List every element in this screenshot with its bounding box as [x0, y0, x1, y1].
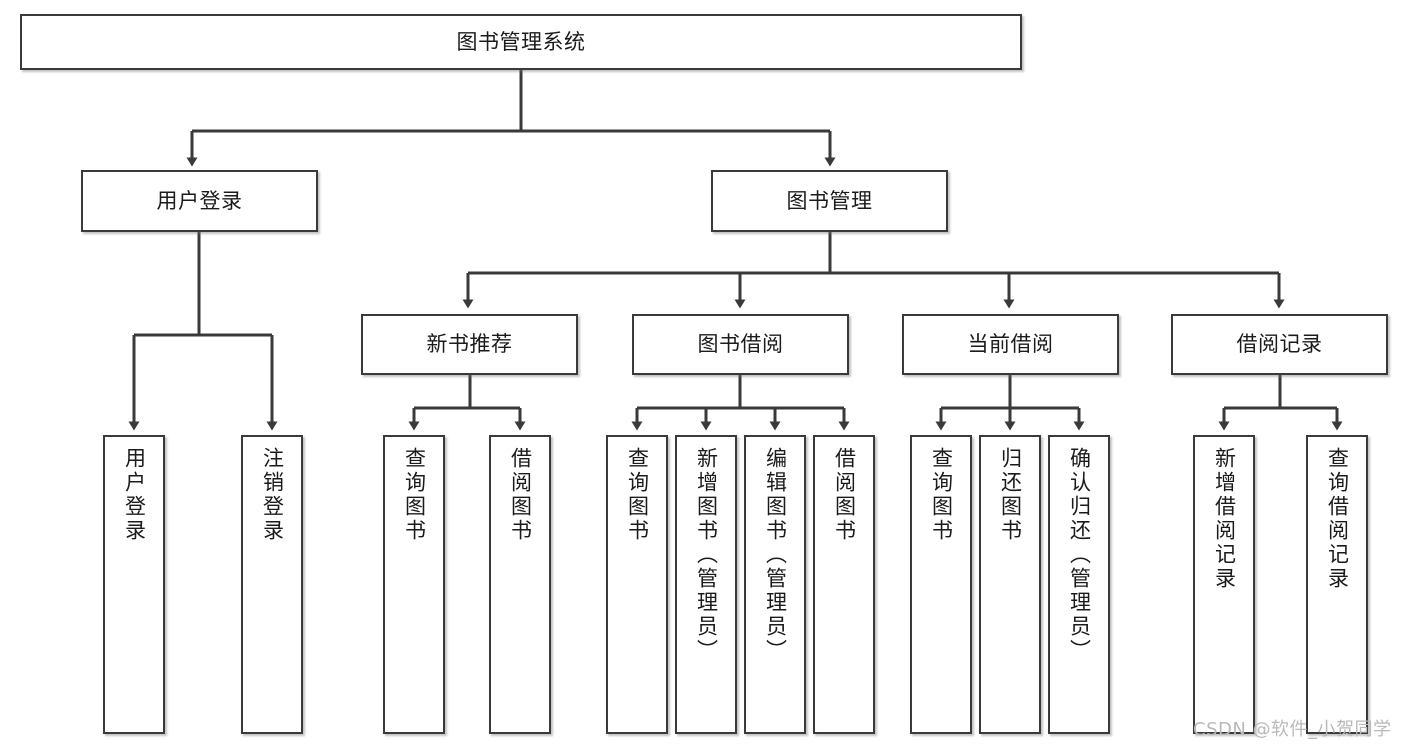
node-book-borrow[interactable]: 图书借阅 — [632, 314, 849, 375]
node-leaf-return-book[interactable]: 归还图书 — [979, 435, 1041, 734]
node-leaf-return-book-label: 归还图书 — [998, 447, 1023, 543]
node-leaf-logout-label: 注销登录 — [260, 447, 285, 543]
node-user-login[interactable]: 用户登录 — [81, 170, 318, 232]
node-leaf-add-borrow-record-label: 新增借阅记录 — [1212, 447, 1237, 591]
node-borrow-record[interactable]: 借阅记录 — [1171, 314, 1388, 375]
node-leaf-logout[interactable]: 注销登录 — [241, 435, 303, 734]
node-new-book-recommend[interactable]: 新书推荐 — [361, 314, 578, 375]
node-leaf-query-borrow-record-label: 查询借阅记录 — [1325, 447, 1350, 591]
node-leaf-confirm-return-admin-label: 确认归还（管理员） — [1067, 447, 1092, 663]
node-leaf-add-book-admin-label: 新增图书（管理员） — [694, 447, 719, 663]
node-leaf-query-book-current[interactable]: 查询图书 — [910, 435, 972, 734]
node-leaf-borrow-book-label: 借阅图书 — [832, 447, 857, 543]
node-leaf-user-login-label: 用户登录 — [122, 447, 147, 543]
node-leaf-borrow-book-recommend[interactable]: 借阅图书 — [489, 435, 551, 734]
node-current-borrow-label: 当前借阅 — [967, 332, 1054, 357]
node-leaf-user-login[interactable]: 用户登录 — [103, 435, 165, 734]
node-leaf-edit-book-admin-label: 编辑图书（管理员） — [763, 447, 788, 663]
node-leaf-borrow-book-recommend-label: 借阅图书 — [508, 447, 533, 543]
node-new-book-recommend-label: 新书推荐 — [426, 332, 513, 357]
node-book-management[interactable]: 图书管理 — [711, 170, 948, 232]
node-leaf-query-book-recommend[interactable]: 查询图书 — [383, 435, 445, 734]
node-leaf-query-book-current-label: 查询图书 — [929, 447, 954, 543]
node-user-login-label: 用户登录 — [156, 188, 243, 213]
node-leaf-confirm-return-admin[interactable]: 确认归还（管理员） — [1048, 435, 1110, 734]
node-book-borrow-label: 图书借阅 — [697, 332, 784, 357]
node-root[interactable]: 图书管理系统 — [20, 14, 1022, 70]
node-current-borrow[interactable]: 当前借阅 — [902, 314, 1119, 375]
node-leaf-query-book[interactable]: 查询图书 — [606, 435, 668, 734]
node-leaf-add-book-admin[interactable]: 新增图书（管理员） — [675, 435, 737, 734]
node-leaf-query-book-recommend-label: 查询图书 — [402, 447, 427, 543]
node-root-label: 图书管理系统 — [456, 29, 586, 54]
watermark-text: CSDN @软件_小贺同学 — [1193, 719, 1392, 740]
node-leaf-borrow-book[interactable]: 借阅图书 — [813, 435, 875, 734]
node-borrow-record-label: 借阅记录 — [1236, 332, 1323, 357]
node-leaf-add-borrow-record[interactable]: 新增借阅记录 — [1193, 435, 1255, 734]
node-leaf-query-borrow-record[interactable]: 查询借阅记录 — [1306, 435, 1368, 734]
node-leaf-query-book-label: 查询图书 — [625, 447, 650, 543]
node-book-management-label: 图书管理 — [786, 188, 873, 213]
node-leaf-edit-book-admin[interactable]: 编辑图书（管理员） — [744, 435, 806, 734]
